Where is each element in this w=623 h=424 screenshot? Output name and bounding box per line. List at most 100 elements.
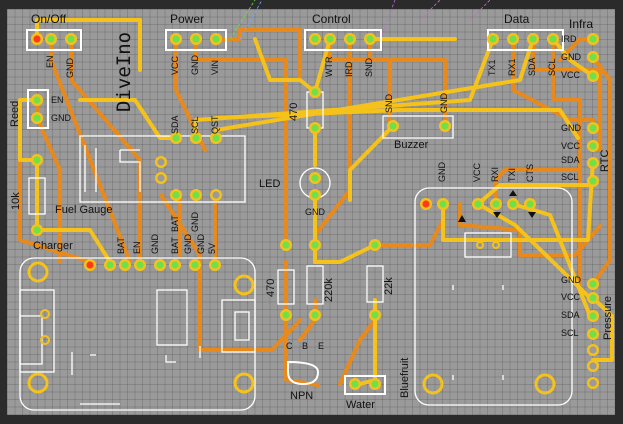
pin-label: IRD	[344, 61, 354, 78]
trace	[214, 108, 580, 140]
pin-label: SCL	[190, 116, 200, 134]
pad-center	[192, 35, 200, 43]
small-hole	[40, 335, 50, 345]
pad-center	[589, 312, 597, 320]
pad-center	[589, 362, 597, 370]
pad-center	[389, 122, 397, 130]
infra-header-label: Infra	[569, 17, 594, 31]
pin-label: SND	[384, 93, 394, 113]
board-title: DiveIno	[113, 31, 135, 112]
pin-label: SDA	[561, 310, 580, 320]
pin-label: GND	[561, 123, 581, 133]
npn-pin-b: B	[302, 341, 309, 351]
pad-center	[33, 226, 41, 234]
pad-center	[589, 294, 597, 302]
pin-label: SCL	[561, 328, 579, 338]
pin-label: 5V	[207, 242, 217, 254]
pad-center	[589, 177, 597, 185]
pad-center	[589, 35, 597, 43]
pin-label: VCC	[472, 162, 482, 182]
trace	[476, 183, 595, 206]
charger-jack	[221, 299, 256, 353]
pad-center	[282, 311, 290, 319]
pad-center	[311, 35, 319, 43]
pin-label: BAT	[116, 237, 126, 254]
pad-center	[346, 35, 354, 43]
pad-center	[33, 35, 41, 43]
pad-center	[33, 96, 41, 104]
usb-connector-inner	[19, 315, 43, 365]
pad-center	[492, 200, 500, 208]
pad-center	[589, 124, 597, 132]
r-10k-label: 10k	[10, 192, 22, 210]
pad-center	[526, 200, 534, 208]
mount-hole	[422, 373, 444, 395]
pin-label: SCL	[561, 172, 579, 182]
pad-center	[33, 114, 41, 122]
pin-marker	[458, 215, 466, 222]
r-22k-label: 22k	[383, 277, 395, 295]
pad-center	[589, 330, 597, 338]
trace	[591, 55, 612, 286]
rtc-label: RTC	[599, 149, 611, 172]
pin-label: GND	[65, 58, 75, 78]
trace	[551, 37, 582, 286]
pad-center	[86, 261, 94, 269]
power-header-label: Power	[170, 12, 205, 26]
pad-center	[529, 35, 537, 43]
pad-center	[311, 241, 319, 249]
usb-connector	[19, 289, 55, 373]
pin-label: GND	[439, 93, 449, 113]
pad-center	[171, 261, 179, 269]
pin-label: WTR	[324, 56, 334, 78]
pin-label: RX1	[507, 58, 517, 76]
pin-label: EN	[132, 241, 142, 254]
pad-center	[192, 134, 200, 142]
led-label: LED	[259, 178, 281, 190]
trace	[18, 123, 92, 264]
onoff-header-outline	[26, 29, 82, 51]
buzzer-outline	[382, 115, 454, 139]
pad-center	[371, 241, 379, 249]
mount-hole	[27, 372, 49, 394]
mount-hole	[233, 372, 255, 394]
small-hole	[476, 241, 484, 249]
r-10k-outline	[28, 177, 46, 215]
data-header-label: Data	[504, 12, 530, 26]
trace	[441, 158, 595, 242]
bluefruit-switch	[464, 232, 512, 258]
pin-marker	[528, 212, 536, 218]
pin-label: SND	[364, 57, 374, 77]
r-22k-outline	[366, 265, 384, 303]
pad-center	[589, 346, 597, 354]
pad-center	[136, 261, 144, 269]
r-led-label: 470	[288, 102, 300, 121]
pad-center	[351, 380, 359, 388]
trace	[313, 37, 332, 94]
pin-label: EN	[51, 95, 64, 105]
pad-center	[589, 379, 597, 387]
mount-hole	[233, 274, 255, 296]
pin-label: GND	[561, 52, 581, 62]
trace	[591, 296, 614, 362]
charger-jack-inner	[234, 311, 250, 341]
pad-center	[191, 261, 199, 269]
reed-header-outline	[27, 89, 49, 129]
r-npn-label: 470	[265, 278, 277, 297]
trace	[348, 124, 395, 202]
pad-center	[422, 200, 430, 208]
pin-label: SCL	[547, 58, 557, 76]
pad-center	[371, 380, 379, 388]
pad-center	[157, 174, 165, 182]
pin-label: GND	[150, 234, 160, 254]
pad-center	[192, 191, 200, 199]
pad-center	[211, 261, 219, 269]
pad-center	[311, 191, 319, 199]
pad-center	[311, 174, 319, 182]
npn-label: NPN	[290, 390, 314, 402]
npn-pin-e: E	[318, 341, 325, 351]
small-hole	[40, 309, 50, 319]
fuel-gauge-label: Fuel Gauge	[55, 204, 113, 216]
pin-label: TXI	[507, 167, 517, 182]
pin-label: EN	[45, 55, 55, 68]
